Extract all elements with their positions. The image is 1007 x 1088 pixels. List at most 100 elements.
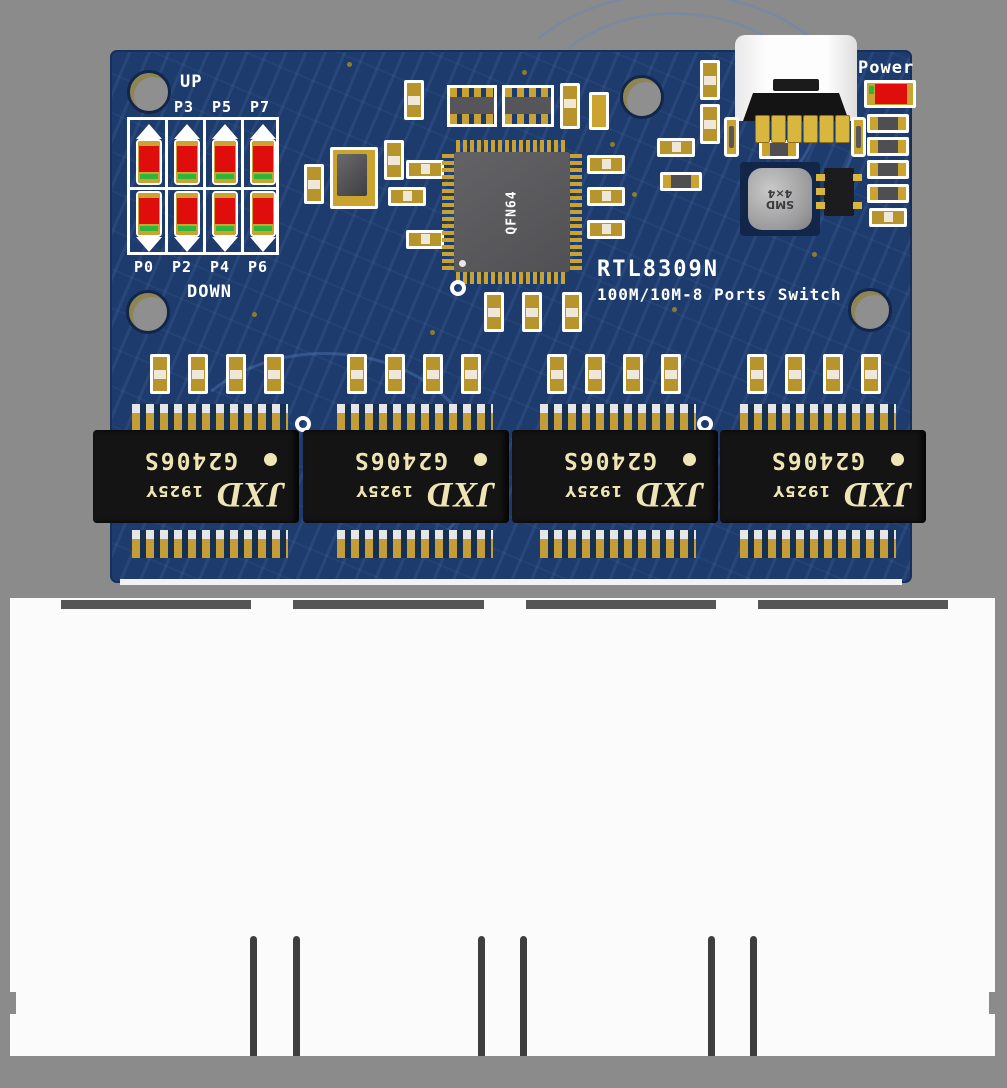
- via: [450, 280, 466, 296]
- pcb-bottom-edge: [120, 579, 902, 585]
- resistor: [867, 137, 909, 156]
- usb-c-pin: [819, 115, 834, 143]
- ic-pin: [853, 202, 862, 209]
- transformer-pins: [132, 530, 288, 558]
- resistor: [867, 160, 909, 179]
- led-grid-divider: [241, 120, 244, 252]
- via: [430, 330, 435, 335]
- pin1-dot: [474, 453, 487, 467]
- down-arrow-icon: [212, 237, 238, 252]
- mounting-hole-bottom-left: [126, 290, 170, 334]
- transformer-pins: [740, 530, 896, 558]
- up-label: UP: [180, 72, 203, 92]
- via: [610, 142, 615, 147]
- capacitor: [623, 354, 643, 394]
- capacitor: [304, 164, 324, 204]
- capacitor: [522, 292, 542, 332]
- port-label-p5: P5: [212, 98, 233, 116]
- capacitor: [385, 354, 405, 394]
- transformer-brand: JXD: [426, 475, 495, 515]
- port-led: [136, 139, 162, 185]
- port-label-p2: P2: [172, 258, 193, 276]
- down-arrow-icon: [250, 237, 276, 252]
- power-inductor: SMD 4×4: [748, 168, 812, 230]
- housing-notch: [8, 992, 16, 1014]
- capacitor: [150, 354, 170, 394]
- up-arrow-icon: [250, 124, 276, 139]
- transformer-brand: JXD: [843, 475, 912, 515]
- mounting-hole-bottom-right: [848, 288, 892, 332]
- capacitor: [562, 292, 582, 332]
- inductor-label: SMD 4×4: [766, 187, 794, 211]
- transformer-date-code: 1925Y: [564, 482, 622, 500]
- usb-c-pin: [755, 115, 770, 143]
- capacitor: [484, 292, 504, 332]
- rj45-divider-slot: [250, 936, 257, 1056]
- usb-c-pin: [803, 115, 818, 143]
- resistor: [867, 184, 909, 203]
- port-label-p3: P3: [174, 98, 195, 116]
- via: [252, 312, 257, 317]
- capacitor: [226, 354, 246, 394]
- port-led: [212, 139, 238, 185]
- up-arrow-icon: [212, 124, 238, 139]
- port-led: [174, 139, 200, 185]
- chip-pins: [442, 154, 454, 270]
- led-cell-p2: [168, 188, 206, 255]
- led-cell-p5: [206, 120, 244, 187]
- resistor: [660, 172, 702, 191]
- capacitor: [587, 155, 625, 174]
- capacitor: [861, 354, 881, 394]
- ic-pin: [816, 188, 825, 195]
- transformer-model: G2406S: [561, 447, 657, 473]
- resistor-network: [502, 85, 554, 127]
- rj45-divider-slot: [750, 936, 757, 1056]
- port-led: [136, 191, 162, 237]
- capacitor: [869, 208, 907, 227]
- port-label-p0: P0: [134, 258, 155, 276]
- transformer-brand: JXD: [216, 475, 285, 515]
- up-arrow-icon: [136, 124, 162, 139]
- rj45-connector-block: [8, 598, 997, 1056]
- capacitor: [388, 187, 426, 206]
- down-arrow-icon: [174, 237, 200, 252]
- port-led-block: [127, 117, 279, 255]
- chip-body: QFN64: [454, 152, 570, 272]
- capacitor: [661, 354, 681, 394]
- led-cell-p0: [130, 188, 168, 255]
- transformer-pins: [740, 404, 896, 432]
- capacitor: [547, 354, 567, 394]
- capacitor: [264, 354, 284, 394]
- transformer-model: G2406S: [769, 447, 865, 473]
- capacitor: [747, 354, 767, 394]
- port-led: [250, 191, 276, 237]
- rj45-port-top: [758, 600, 948, 609]
- usb-c-pin: [771, 115, 786, 143]
- crystal-oscillator: [330, 147, 378, 209]
- led-grid-divider: [130, 187, 276, 190]
- transformer-pins: [337, 404, 493, 432]
- rj45-divider-slot: [520, 936, 527, 1056]
- rj45-divider-slot: [293, 936, 300, 1056]
- via: [672, 307, 677, 312]
- capacitor: [585, 354, 605, 394]
- port-label-p6: P6: [248, 258, 269, 276]
- power-led: [864, 80, 916, 108]
- port-led: [212, 191, 238, 237]
- led-grid-divider: [203, 120, 206, 252]
- down-label: DOWN: [187, 282, 232, 302]
- usb-c-tongue: [773, 79, 819, 91]
- led-grid-divider: [165, 120, 168, 252]
- led-cell-p3: [168, 120, 206, 187]
- via: [522, 70, 527, 75]
- transformer-pins: [540, 530, 696, 558]
- transformer-date-code: 1925Y: [355, 482, 413, 500]
- rj45-divider-slot: [478, 936, 485, 1056]
- ic-pin: [816, 174, 825, 181]
